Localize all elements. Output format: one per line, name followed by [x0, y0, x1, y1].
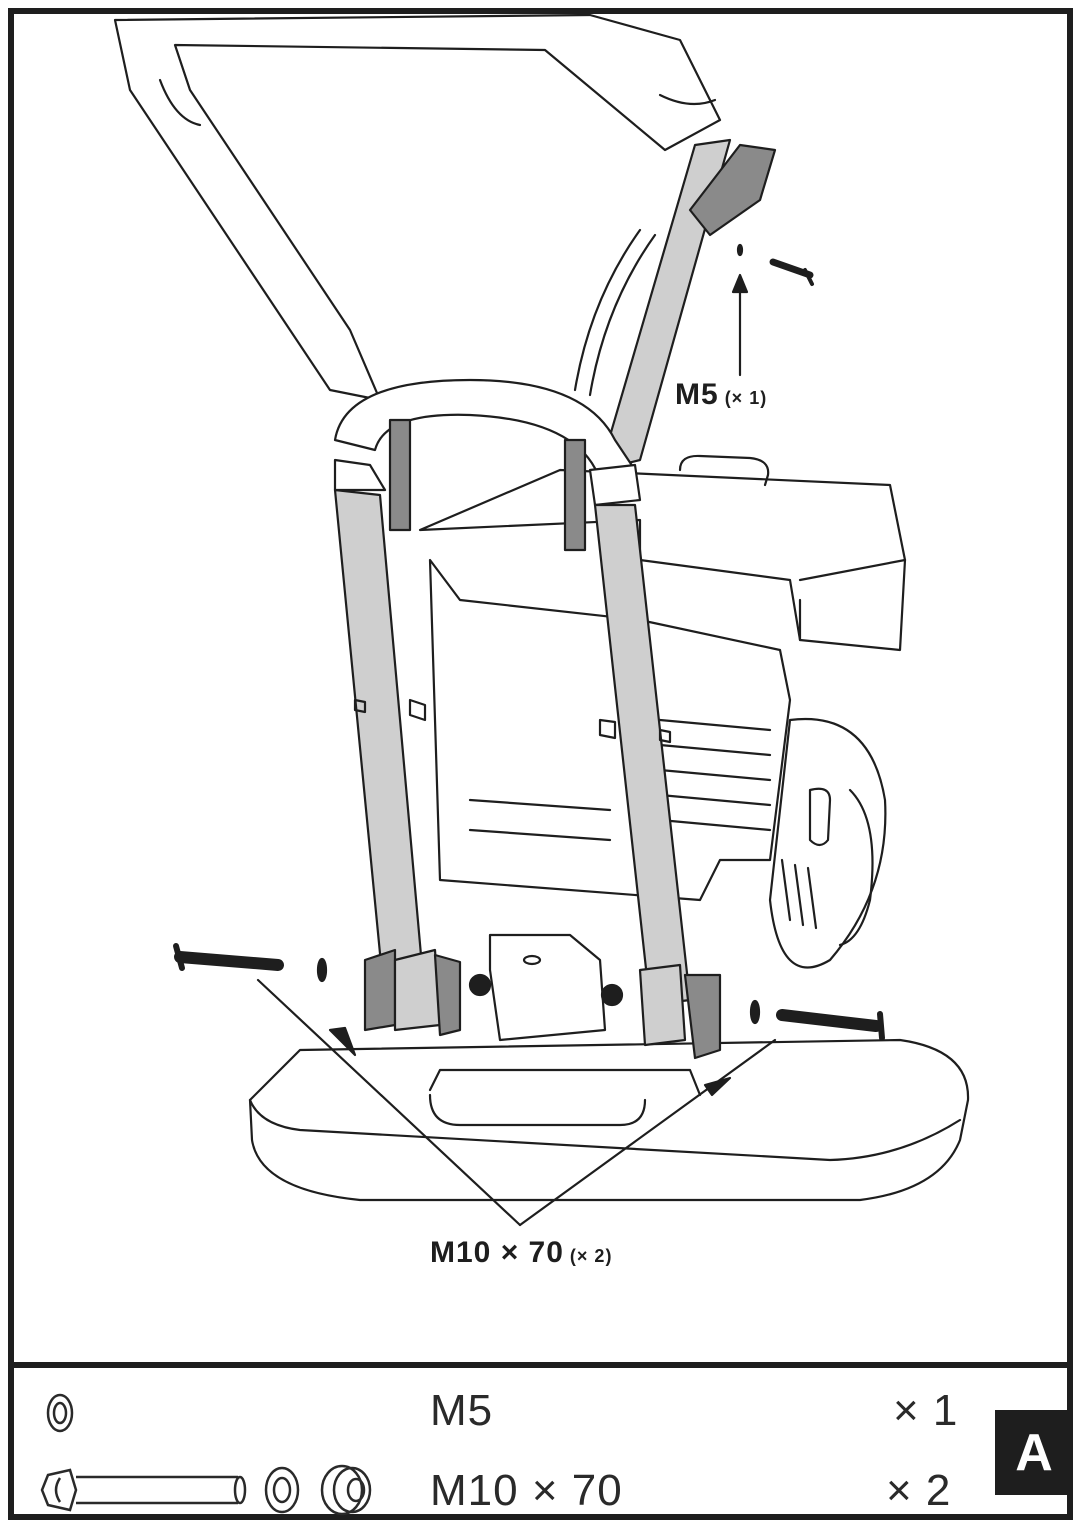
m10-bolts-callout	[173, 943, 885, 1227]
washer-icon	[46, 1393, 74, 1433]
parts-list-divider	[8, 1362, 1073, 1368]
m5-callout-label: M5(× 1)	[675, 378, 767, 412]
parts-row-qty: × 2	[886, 1466, 952, 1515]
parts-icons	[40, 1393, 372, 1516]
bolt-washer-nut-icon	[40, 1464, 372, 1516]
m5-callout-text: M5	[675, 378, 719, 411]
m5-callout-qty: (× 1)	[724, 388, 768, 408]
m10-callout-label: M10 × 70(× 2)	[430, 1236, 612, 1270]
upper-handle	[113, 13, 777, 472]
m5-bolt-callout	[731, 243, 814, 377]
step-badge: A	[995, 1410, 1073, 1495]
parts-row-label: M5	[430, 1386, 494, 1435]
m10-callout-qty: (× 2)	[569, 1246, 613, 1266]
parts-row-qty: × 1	[893, 1386, 959, 1435]
handle-brackets	[363, 933, 722, 1060]
m10-callout-text: M10 × 70	[430, 1236, 564, 1269]
base-plate	[248, 1038, 970, 1202]
engine	[418, 454, 907, 969]
parts-row-label: M10 × 70	[430, 1466, 623, 1515]
diagram-frame	[8, 8, 1073, 1520]
lower-handle	[333, 378, 692, 1007]
